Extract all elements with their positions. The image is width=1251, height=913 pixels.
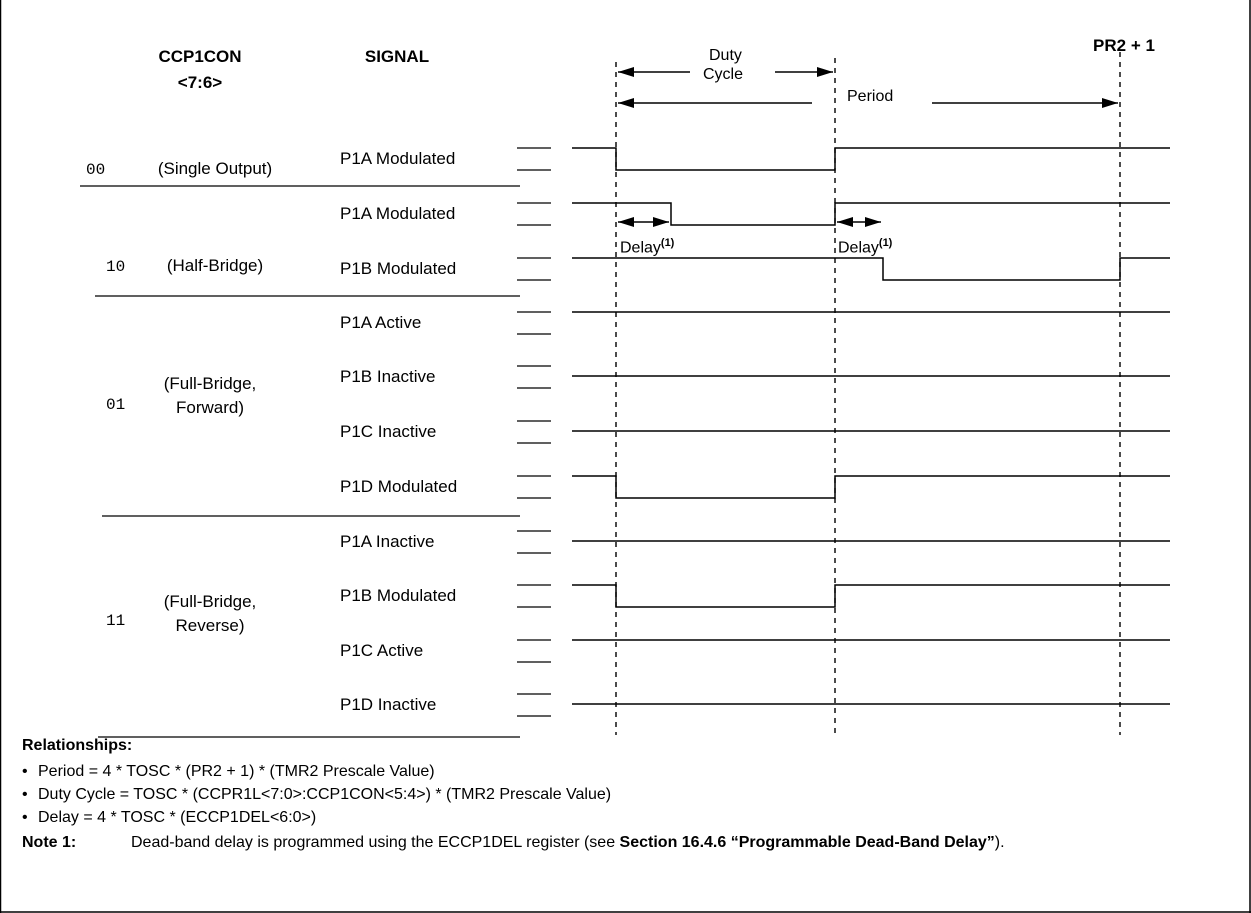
- delay-label-falling: Delay(1): [838, 237, 892, 257]
- note-body: Dead-band delay is programmed using the …: [131, 832, 1222, 854]
- period-arrowhead: [618, 98, 634, 108]
- signal-label: P1D Inactive: [340, 695, 437, 714]
- waveform-trace: [572, 147, 1170, 171]
- relationships-section: Relationships: Period = 4 * TOSC * (PR2 …: [22, 737, 1222, 830]
- waveform-trace: [572, 257, 1170, 281]
- mode-code-00: 00: [86, 161, 106, 179]
- delay-arrowhead: [618, 217, 634, 227]
- ccp1con-header: CCP1CON: [158, 47, 242, 66]
- delay-note-ref: (1): [878, 237, 893, 249]
- note-label: Note 1:: [22, 834, 77, 851]
- note-text-after: ).: [994, 834, 1005, 851]
- signal-label: P1B Modulated: [340, 586, 457, 605]
- pr2-plus-1-label: PR2 + 1: [1093, 36, 1155, 55]
- mode-desc-line: Reverse): [175, 616, 245, 635]
- waveform-trace: [572, 584, 1170, 608]
- signal-label: P1A Inactive: [340, 532, 435, 551]
- signal-label: P1A Modulated: [340, 149, 456, 168]
- mode-desc-line: Forward): [175, 398, 244, 417]
- delay-text: Delay: [620, 239, 661, 257]
- waveform-trace: [572, 475, 1170, 499]
- ccp1con-bits-header: <7:6>: [177, 73, 223, 92]
- relationship-duty-cycle: Duty Cycle = TOSC * (CCPR1L<7:0>:CCP1CON…: [22, 784, 1222, 805]
- relationship-delay: Delay = 4 * TOSC * (ECCP1DEL<6:0>): [22, 807, 1222, 828]
- relationship-period: Period = 4 * TOSC * (PR2 + 1) * (TMR2 Pr…: [22, 761, 1222, 782]
- waveform-trace: [572, 202, 1170, 226]
- signal-label: P1C Active: [340, 641, 424, 660]
- note-section-ref: Section 16.4.6 “Programmable Dead-Band D…: [619, 834, 995, 851]
- delay-text: Delay: [838, 239, 879, 257]
- period-label: Period: [843, 88, 898, 106]
- mode-desc-line: (Full-Bridge,: [163, 592, 257, 611]
- signal-label: P1D Modulated: [340, 477, 458, 496]
- mode-desc-full-bridge-forward: (Full-Bridge, Forward): [120, 372, 300, 420]
- mode-code-11: 11: [106, 612, 126, 630]
- signal-label: P1A Modulated: [340, 204, 456, 223]
- relationships-title: Relationships:: [22, 737, 133, 754]
- delay-arrowhead: [837, 217, 853, 227]
- delay-label-rising: Delay(1): [620, 237, 674, 257]
- mode-desc-single-output: (Single Output): [157, 159, 273, 178]
- relationships-list: Period = 4 * TOSC * (PR2 + 1) * (TMR2 Pr…: [22, 761, 1222, 828]
- signal-label: P1B Modulated: [340, 259, 457, 278]
- note-text-before: Dead-band delay is programmed using the …: [131, 834, 620, 851]
- mode-desc-full-bridge-reverse: (Full-Bridge, Reverse): [120, 590, 300, 638]
- delay-arrowhead: [865, 217, 881, 227]
- signal-label: P1C Inactive: [340, 422, 437, 441]
- duty-cycle-arrowhead: [817, 67, 833, 77]
- footnote: Note 1: Dead-band delay is programmed us…: [22, 832, 1222, 854]
- period-arrowhead: [1102, 98, 1118, 108]
- mode-desc-half-bridge: (Half-Bridge): [166, 256, 264, 275]
- signal-label: P1A Active: [340, 313, 422, 332]
- mode-code-10: 10: [106, 258, 126, 276]
- mode-desc-line: (Full-Bridge,: [163, 374, 257, 393]
- duty-cycle-label-line1: Duty: [709, 47, 742, 64]
- duty-cycle-label-line2: Cycle: [699, 66, 748, 84]
- signal-label: P1B Inactive: [340, 367, 436, 386]
- duty-cycle-arrowhead: [618, 67, 634, 77]
- delay-arrowhead: [653, 217, 669, 227]
- mode-code-01: 01: [106, 396, 126, 414]
- delay-note-ref: (1): [660, 237, 675, 249]
- signal-header: SIGNAL: [364, 47, 430, 66]
